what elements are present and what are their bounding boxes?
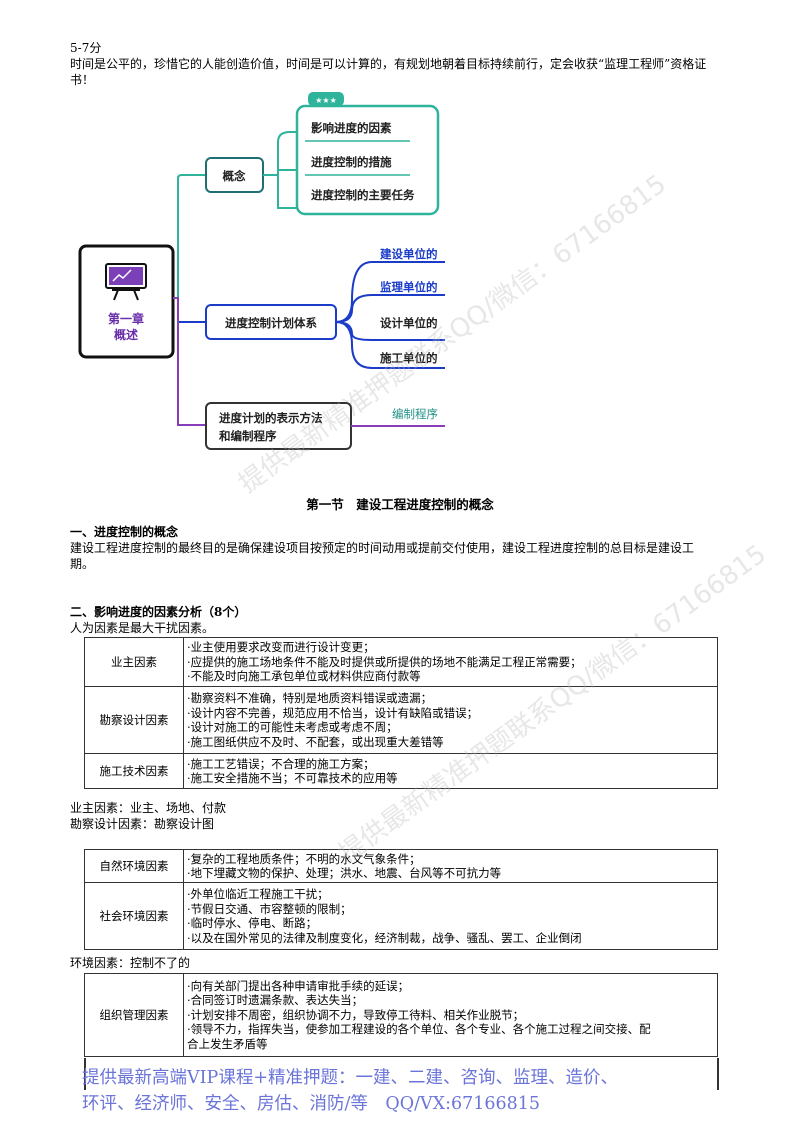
factor-item: ·施工安全措施不当；不可靠技术的应用等 xyxy=(187,771,398,785)
factor-item: ·复杂的工程地质条件；不明的水文气象条件； xyxy=(187,851,421,866)
part1-text-1: 建设工程进度控制的最终目的是确保建设项目按预定的时间动用或提前交付使用，建设工程… xyxy=(70,541,695,555)
factor-items: ·复杂的工程地质条件；不明的水文气象条件； ·地下埋藏文物的保护、处理；洪水、地… xyxy=(183,849,718,883)
factor-item: ·勘察资料不准确，特别是地质资料错误或遗漏； xyxy=(187,691,433,705)
factor-item: ·向有关部门提出各种申请审批手续的延误； xyxy=(187,978,410,993)
concept-item-1: 影响进度的因素 xyxy=(311,121,392,135)
time-range: 5-7分 xyxy=(70,41,102,55)
plan-item-owner: 建设单位的 xyxy=(380,247,438,261)
presentation-icon xyxy=(105,263,147,301)
root-title-line2: 概述 xyxy=(114,327,138,342)
factor-item: ·临时停水、停电、断路； xyxy=(187,916,318,930)
factor-item: ·不能及时向施工承包单位或材料供应商付款等 xyxy=(187,669,421,684)
part2-heading: 二、影响进度的因素分析（8个） xyxy=(70,605,247,619)
part1-heading: 一、进度控制的概念 xyxy=(70,525,179,539)
factor-items: ·施工工艺错误；不合理的施工方案； ·施工安全措施不当；不可靠技术的应用等 xyxy=(183,753,718,789)
factor-item: 合上发生矛盾等 xyxy=(187,1036,268,1051)
note-survey: 勘察设计因素：勘察设计图 xyxy=(70,817,215,831)
footer-ad-line-2: 环评、经济师、安全、房估、消防/等 QQ/VX:67166815 xyxy=(82,1094,541,1114)
factor-item: ·业主使用要求改变而进行设计变更； xyxy=(187,640,375,655)
section-title: 第一节 建设工程进度控制的概念 xyxy=(306,497,494,512)
factor-item: ·以及在国外常见的法律及制度变化，经济制裁，战争、骚乱、罢工、企业倒闭 xyxy=(187,930,582,945)
concept-item-2: 进度控制的措施 xyxy=(311,155,392,169)
table3-right-border-extension xyxy=(717,1058,719,1090)
footer-ad-line-1: 提供最新高端VIP课程+精准押题：一建、二建、咨询、监理、造价、 xyxy=(82,1068,618,1088)
concept-item-3: 进度控制的主要任务 xyxy=(311,188,415,202)
note-environment: 环境因素：控制不了的 xyxy=(70,956,191,970)
branch-concept-label: 概念 xyxy=(223,169,246,183)
factors-table-3: 组织管理因素 ·向有关部门提出各种申请审批手续的延误； ·合同签订时遗漏条款、表… xyxy=(84,973,718,1057)
factor-name: 组织管理因素 xyxy=(84,973,184,1057)
factor-items: ·向有关部门提出各种申请审批手续的延误； ·合同签订时遗漏条款、表达失当； ·计… xyxy=(183,973,718,1057)
part1-text-2: 期。 xyxy=(70,557,95,571)
plan-item-contractor: 施工单位的 xyxy=(380,351,438,365)
factor-name: 业主因素 xyxy=(84,637,184,687)
factors-table-1: 业主因素 ·业主使用要求改变而进行设计变更； ·应提供的施工场地条件不能及时提供… xyxy=(84,637,718,789)
factor-item: ·应提供的施工场地条件不能及时提供或所提供的场地不能满足工程正常需要； xyxy=(187,654,582,669)
part2-note: 人为因素是最大干扰因素。 xyxy=(70,621,215,635)
method-item-procedure: 编制程序 xyxy=(392,407,438,421)
table3-left-border-extension xyxy=(84,1058,86,1090)
factor-items: ·业主使用要求改变而进行设计变更； ·应提供的施工场地条件不能及时提供或所提供的… xyxy=(183,637,718,687)
intro-line-2: 书！ xyxy=(70,73,95,87)
factor-item: ·节假日交通、市容整顿的限制； xyxy=(187,901,352,916)
table-row: 自然环境因素 ·复杂的工程地质条件；不明的水文气象条件； ·地下埋藏文物的保护、… xyxy=(84,849,718,883)
table-row: 施工技术因素 ·施工工艺错误；不合理的施工方案； ·施工安全措施不当；不可靠技术… xyxy=(84,753,718,789)
factor-name: 勘察设计因素 xyxy=(84,686,184,754)
factor-item: ·计划安排不周密，组织协调不力，导致停工待料、相关作业脱节； xyxy=(187,1007,525,1022)
note-owner: 业主因素：业主、场地、付款 xyxy=(70,801,227,815)
factor-item: ·外单位临近工程施工干扰； xyxy=(187,887,329,901)
table-row: 社会环境因素 ·外单位临近工程施工干扰； ·节假日交通、市容整顿的限制； ·临时… xyxy=(84,882,718,950)
root-title-line1: 第一章 xyxy=(108,311,144,326)
intro-line-1: 时间是公平的，珍惜它的人能创造价值，时间是可以计算的，有规划地朝着目标持续前行，… xyxy=(70,57,707,71)
concept-items-box xyxy=(295,104,440,216)
factor-item: ·施工图纸供应不及时、不配套，或出现重大差错等 xyxy=(187,734,444,749)
table-row: 组织管理因素 ·向有关部门提出各种申请审批手续的延误； ·合同签订时遗漏条款、表… xyxy=(84,973,718,1057)
factor-name: 社会环境因素 xyxy=(84,882,184,950)
factor-name: 施工技术因素 xyxy=(84,753,184,789)
factor-item: ·施工工艺错误；不合理的施工方案； xyxy=(187,756,375,771)
stars-badge xyxy=(308,92,344,106)
root-box xyxy=(78,244,175,359)
branch-plan-system-label: 进度控制计划体系 xyxy=(225,316,317,330)
factors-table-2: 自然环境因素 ·复杂的工程地质条件；不明的水文气象条件； ·地下埋藏文物的保护、… xyxy=(84,849,718,950)
factor-items: ·勘察资料不准确，特别是地质资料错误或遗漏； ·设计内容不完善，规范应用不恰当，… xyxy=(183,686,718,754)
mind-map: 第一章 概述 概念 ★★★ 影响进度的因素 进度控制的措施 进度控制的主要任务 … xyxy=(78,92,445,450)
table-row: 业主因素 ·业主使用要求改变而进行设计变更； ·应提供的施工场地条件不能及时提供… xyxy=(84,637,718,687)
factor-item: ·地下埋藏文物的保护、处理；洪水、地震、台风等不可抗力等 xyxy=(187,866,502,880)
factor-item: ·设计内容不完善，规范应用不恰当，设计有缺陷或错误； xyxy=(187,705,479,720)
factor-items: ·外单位临近工程施工干扰； ·节假日交通、市容整顿的限制； ·临时停水、停电、断… xyxy=(183,882,718,950)
factor-name: 自然环境因素 xyxy=(84,849,184,883)
table-row: 勘察设计因素 ·勘察资料不准确，特别是地质资料错误或遗漏； ·设计内容不完善，规… xyxy=(84,686,718,754)
plan-item-supervisor: 监理单位的 xyxy=(380,280,438,294)
stars-badge-text: ★★★ xyxy=(315,96,337,105)
factor-item: ·领导不力，指挥失当，使参加工程建设的各个单位、各个专业、各个施工过程之间交接、… xyxy=(187,1022,651,1037)
branch-method-label-2: 和编制程序 xyxy=(219,429,277,443)
factor-item: ·设计对施工的可能性未考虑或考虑不周； xyxy=(187,720,398,734)
factor-item: ·合同签订时遗漏条款、表达失当； xyxy=(187,993,364,1008)
branch-method-label-1: 进度计划的表示方法 xyxy=(219,411,323,425)
plan-item-designer: 设计单位的 xyxy=(380,316,438,330)
